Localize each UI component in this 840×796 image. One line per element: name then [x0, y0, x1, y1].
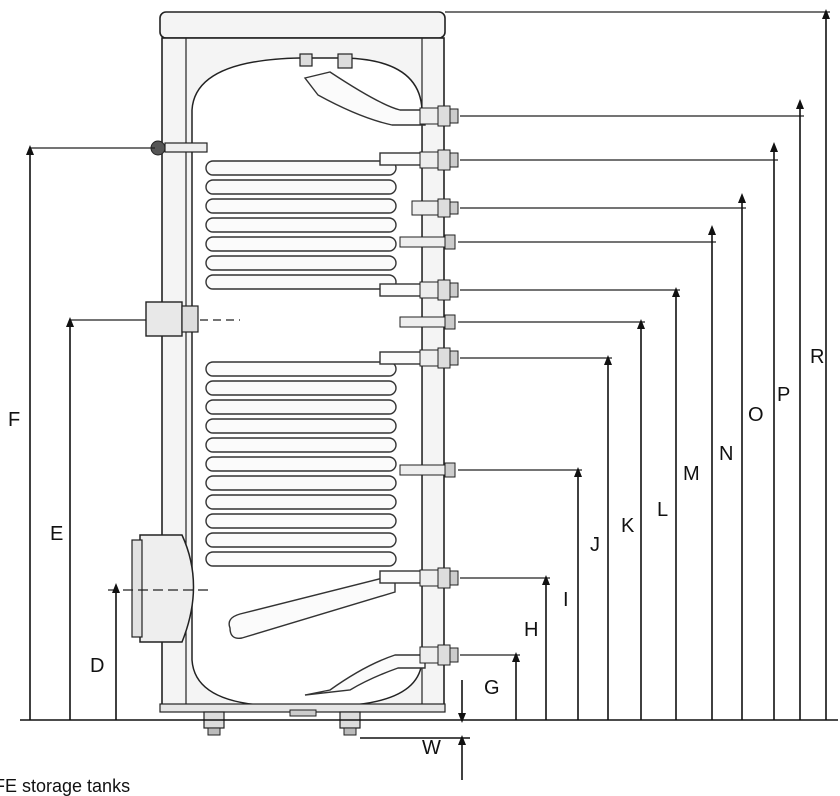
thermometer [164, 142, 208, 153]
dim-label-g: G [484, 677, 500, 699]
dim-label-j: J [590, 534, 600, 556]
dim-label-f: F [8, 409, 20, 431]
dim-label-m: M [683, 463, 700, 485]
dimension-labels: F E D G H I J K L M N O P R W [8, 346, 824, 759]
inspection-flange [139, 534, 195, 643]
dim-label-o: O [748, 404, 764, 426]
dim-label-p: P [777, 384, 790, 406]
dim-label-i: I [563, 589, 569, 611]
dim-label-w: W [422, 737, 441, 759]
dimension-lines [26, 9, 830, 780]
dim-label-e: E [50, 523, 63, 545]
dim-label-d: D [90, 655, 104, 677]
lower-heating-coil [205, 351, 426, 584]
dim-label-h: H [524, 619, 538, 641]
sensor-box [145, 301, 183, 337]
dim-label-k: K [621, 515, 635, 537]
tank-lid [159, 11, 446, 39]
dim-label-l: L [657, 499, 668, 521]
dim-label-r: R [810, 346, 824, 368]
dim-label-n: N [719, 443, 733, 465]
right-connections [399, 105, 459, 666]
upper-heating-coil [205, 152, 426, 297]
storage-tank [108, 11, 459, 736]
caption: FE storage tanks [0, 776, 130, 796]
